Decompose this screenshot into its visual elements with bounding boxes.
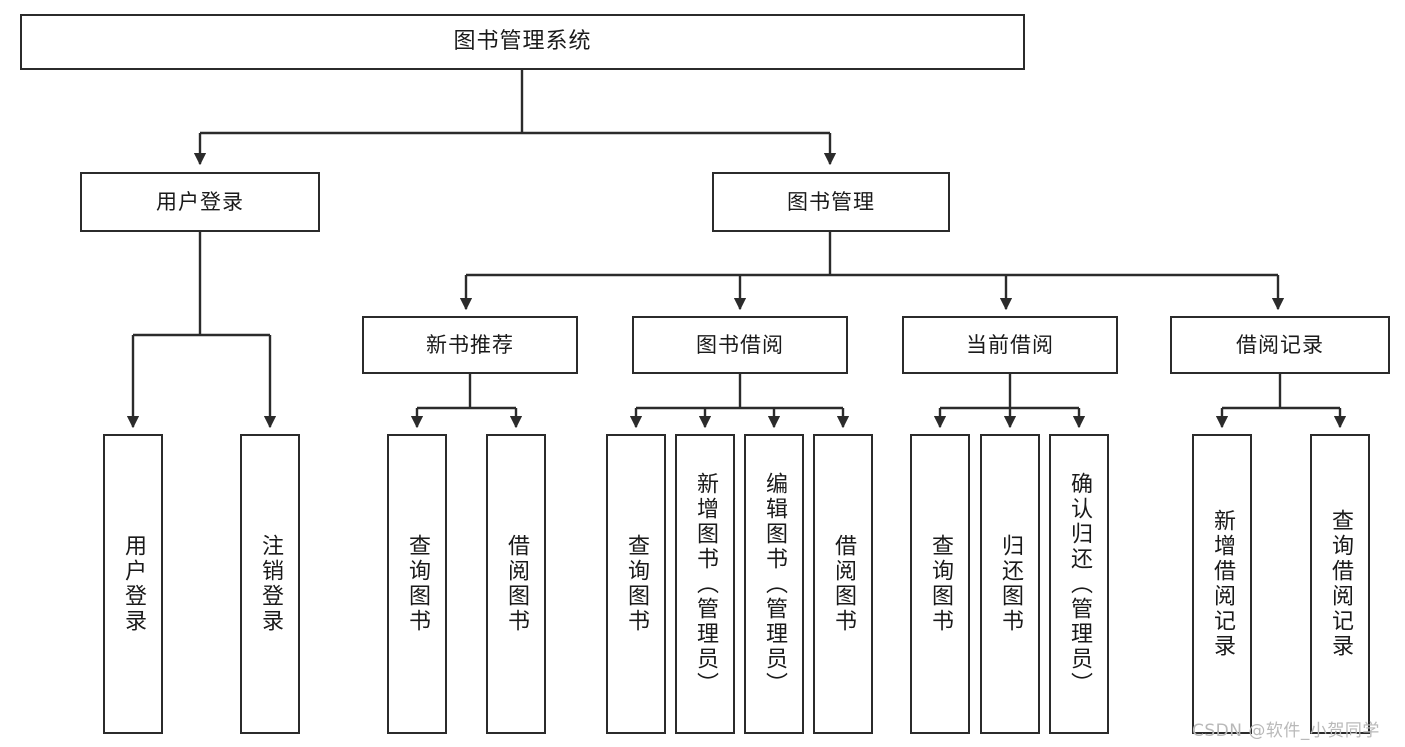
node-label: 新书推荐	[426, 332, 514, 357]
node-label: 借阅图书	[504, 534, 529, 634]
node-book-manage[interactable]: 图书管理	[712, 172, 950, 232]
leaf-borrow-book-2[interactable]: 借阅图书	[813, 434, 873, 734]
node-current-borrow[interactable]: 当前借阅	[902, 316, 1118, 374]
node-label: 图书管理系统	[453, 29, 592, 55]
node-label: 注销登录	[258, 534, 283, 634]
node-label: 图书管理	[787, 189, 875, 214]
node-label: 查询图书	[405, 534, 430, 634]
node-label: 查询借阅记录	[1328, 509, 1353, 659]
leaf-edit-book[interactable]: 编辑图书（管理员）	[744, 434, 804, 734]
leaf-return-book[interactable]: 归还图书	[980, 434, 1040, 734]
node-label: 归还图书	[998, 534, 1023, 634]
node-label: 借阅记录	[1236, 332, 1324, 357]
leaf-query-record[interactable]: 查询借阅记录	[1310, 434, 1370, 734]
leaf-borrow-book-1[interactable]: 借阅图书	[486, 434, 546, 734]
node-label: 查询图书	[624, 534, 649, 634]
leaf-add-book[interactable]: 新增图书（管理员）	[675, 434, 735, 734]
leaf-user-login[interactable]: 用户登录	[103, 434, 163, 734]
leaf-query-book-1[interactable]: 查询图书	[387, 434, 447, 734]
node-borrow-record[interactable]: 借阅记录	[1170, 316, 1390, 374]
node-label: 编辑图书（管理员）	[762, 471, 787, 697]
node-book-borrow[interactable]: 图书借阅	[632, 316, 848, 374]
node-root-book-management-system[interactable]: 图书管理系统	[20, 14, 1025, 70]
leaf-logout-login[interactable]: 注销登录	[240, 434, 300, 734]
leaf-query-book-2[interactable]: 查询图书	[606, 434, 666, 734]
leaf-confirm-return[interactable]: 确认归还（管理员）	[1049, 434, 1109, 734]
node-label: 新增借阅记录	[1210, 509, 1235, 659]
node-label: 当前借阅	[966, 332, 1054, 357]
node-label: 图书借阅	[696, 332, 784, 357]
node-label: 确认归还（管理员）	[1067, 471, 1092, 697]
node-label: 新增图书（管理员）	[693, 471, 718, 697]
node-label: 用户登录	[156, 189, 244, 214]
leaf-add-record[interactable]: 新增借阅记录	[1192, 434, 1252, 734]
node-new-book-rec[interactable]: 新书推荐	[362, 316, 578, 374]
node-user-login[interactable]: 用户登录	[80, 172, 320, 232]
node-label: 用户登录	[121, 534, 146, 634]
node-label: 查询图书	[928, 534, 953, 634]
node-label: 借阅图书	[831, 534, 856, 634]
leaf-query-book-3[interactable]: 查询图书	[910, 434, 970, 734]
